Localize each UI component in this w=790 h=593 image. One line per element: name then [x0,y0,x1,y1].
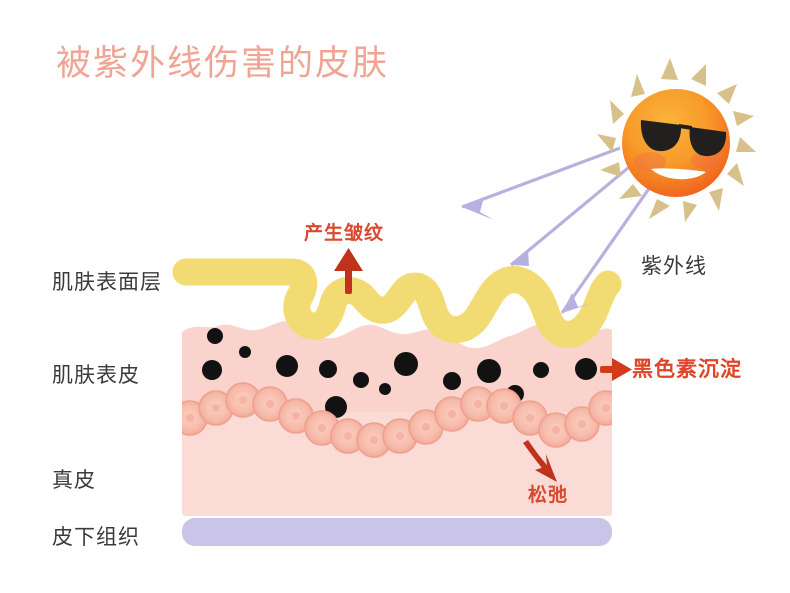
label-melanin-deposit: 黑色素沉淀 [632,358,742,381]
label-skin-surface: 肌肤表面层 [52,271,162,294]
label-sagging: 松弛 [528,485,569,506]
sun-rays [597,58,756,222]
sun-smile [651,168,706,180]
uv-ray-arrow-3 [560,169,664,314]
arrow-down-icon [523,440,557,482]
sun-cheek-left [634,152,666,172]
page-title: 被紫外线伤害的皮肤 [56,44,390,83]
arrow-right-icon [600,358,632,381]
label-dermis: 真皮 [52,469,96,492]
subcutaneous-layer [182,518,612,546]
sun-cheek-right [691,151,721,169]
label-epidermis: 肌肤表皮 [52,364,140,387]
uv-ray-arrow-2 [509,156,642,267]
uv-ray-arrow-1 [461,146,621,220]
label-subcutaneous: 皮下组织 [52,526,140,549]
sun-sunglasses [640,120,727,157]
basal-cell-chain [182,382,612,458]
sun-with-sunglasses-icon [597,58,756,222]
label-wrinkles: 产生皱纹 [304,223,385,244]
arrow-up-icon [334,248,363,294]
label-uv-rays: 紫外线 [641,255,707,278]
skin-surface-yellow-band [172,258,622,348]
